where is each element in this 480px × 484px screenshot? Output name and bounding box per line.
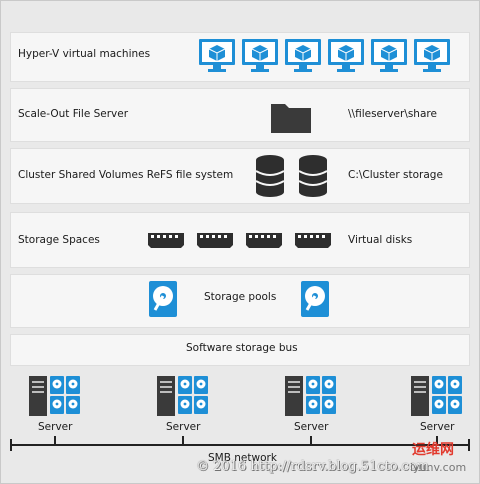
virtual-machine-icon <box>328 39 364 72</box>
virtual-disk-icon <box>295 233 331 248</box>
server-network-connector <box>436 436 438 445</box>
server-network-connector <box>182 436 184 445</box>
virtual-disk-icon <box>197 233 233 248</box>
layer-label-spaces: Storage Spaces <box>18 234 100 246</box>
virtual-disk-icon <box>246 233 282 248</box>
layer-storage-spaces <box>10 212 470 268</box>
virtual-machine-icon <box>199 39 235 72</box>
virtual-machine-icon <box>285 39 321 72</box>
virtual-machine-icon <box>371 39 407 72</box>
server-network-connector <box>54 436 56 445</box>
layer-storage-bus <box>10 334 470 366</box>
network-end-tick <box>468 439 470 451</box>
copyright-watermark: © 2016 http://rdsrv.blog.51cto.com <box>196 459 429 474</box>
smb-network-label: SMB network <box>208 452 277 464</box>
cluster-storage-label: C:\Cluster storage <box>348 169 443 181</box>
layer-label-hyperv: Hyper-V virtual machines <box>18 48 151 60</box>
server-label: Server <box>294 421 329 433</box>
server-icon <box>157 376 208 416</box>
layer-storage-pools <box>10 274 470 328</box>
server-label: Server <box>38 421 73 433</box>
layer-csv <box>10 148 470 204</box>
smb-network-line <box>10 444 470 446</box>
server-icon <box>285 376 336 416</box>
layer-label-bus: Software storage bus <box>186 342 298 354</box>
svg-text:iyunv.com: iyunv.com <box>410 461 466 474</box>
database-icon <box>255 155 285 197</box>
virtual-machine-icon <box>414 39 450 72</box>
svg-text:运维网: 运维网 <box>412 441 454 458</box>
folder-icon <box>271 104 311 133</box>
server-label: Server <box>166 421 201 433</box>
site-logo-watermark: 运维网 iyunv.com <box>410 441 466 474</box>
hard-disk-icon <box>301 281 329 317</box>
server-icon <box>411 376 462 416</box>
network-end-tick <box>10 439 12 451</box>
layer-label-pools: Storage pools <box>204 291 277 303</box>
layer-label-sofs: Scale-Out File Server <box>18 108 129 120</box>
virtual-disk-icon <box>148 233 184 248</box>
virtual-machine-icon <box>242 39 278 72</box>
database-icon <box>298 155 328 197</box>
server-icon <box>29 376 80 416</box>
layer-label-csv: Cluster Shared Volumes ReFS file system <box>18 169 234 181</box>
hard-disk-icon <box>149 281 177 317</box>
share-path-label: \\fileserver\share <box>348 108 437 120</box>
virtual-disks-label: Virtual disks <box>348 234 413 246</box>
server-label: Server <box>420 421 455 433</box>
layer-sofs <box>10 88 470 142</box>
server-network-connector <box>310 436 312 445</box>
